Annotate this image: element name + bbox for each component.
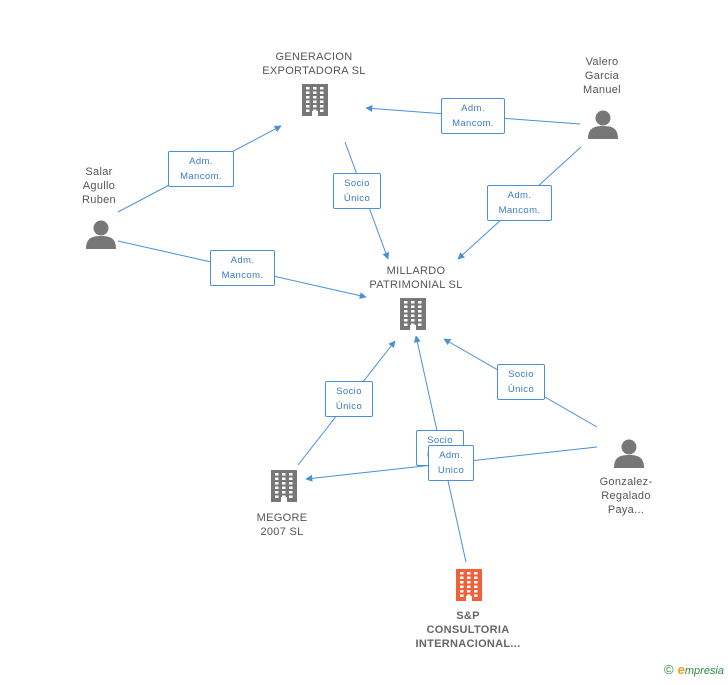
person-icon[interactable]: [614, 438, 644, 473]
brand-initial: e: [677, 662, 685, 677]
node-label-millardo[interactable]: MILLARDO PATRIMONIAL SL: [369, 265, 463, 291]
edge-label-valero-generacion: Adm. Mancom.: [441, 98, 505, 134]
copyright-icon: ©: [664, 662, 674, 677]
person-icon[interactable]: [588, 109, 618, 144]
brand-footer[interactable]: ©empresia: [664, 662, 724, 677]
building-icon[interactable]: [270, 470, 298, 507]
edge-label-generacion-millardo: Socio Único: [333, 173, 381, 209]
building-icon[interactable]: [399, 298, 427, 335]
brand-name: mpresia: [684, 665, 724, 677]
edge-label-salar-generacion: Adm. Mancom.: [168, 151, 234, 187]
edge-label-megore-millardo: Socio Único: [325, 381, 373, 417]
building-icon[interactable]: [301, 84, 329, 121]
node-label-valero[interactable]: Valero Garcia Manuel: [583, 56, 621, 96]
building-icon[interactable]: [455, 569, 483, 606]
node-label-gonzalez[interactable]: Gonzalez- Regalado Paya...: [599, 476, 653, 516]
person-icon[interactable]: [86, 219, 116, 254]
node-label-generacion[interactable]: GENERACION EXPORTADORA SL: [262, 51, 366, 77]
edge-label-salar-millardo: Adm. Mancom.: [210, 250, 275, 286]
edge-label-gonzalez-millardo: Socio Único: [497, 364, 545, 400]
node-label-sp[interactable]: S&P CONSULTORIA INTERNACIONAL...: [415, 610, 521, 650]
edge-label-gonzalez-megore: Adm. Unico: [428, 445, 474, 481]
node-label-megore[interactable]: MEGORE 2007 SL: [256, 512, 308, 538]
node-label-salar[interactable]: Salar Agullo Ruben: [82, 166, 116, 206]
edge-label-valero-millardo: Adm. Mancom.: [487, 185, 552, 221]
